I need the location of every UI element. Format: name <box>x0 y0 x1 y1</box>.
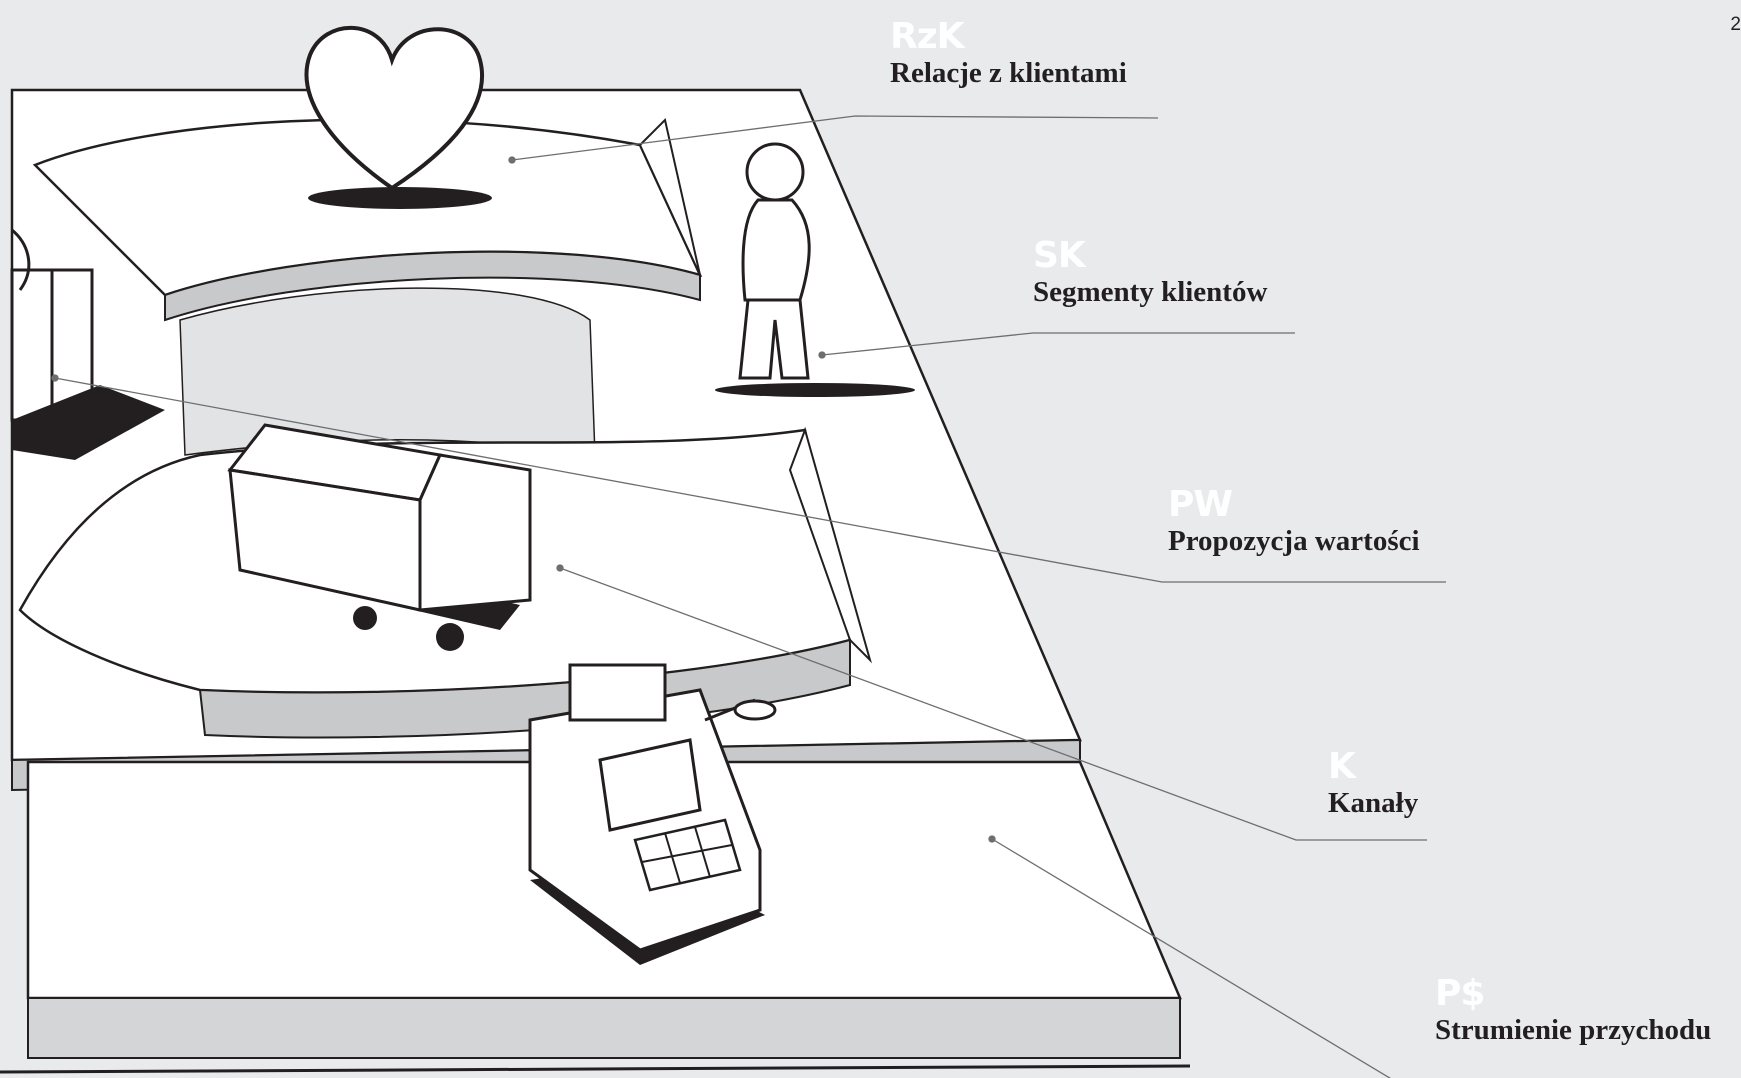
callout-ps: P$ Strumienie przychodu <box>1435 975 1711 1047</box>
callout-label-rzk: Relacje z klientami <box>890 56 1127 90</box>
callout-sk: SK Segmenty klientów <box>1033 237 1267 309</box>
callout-abbr-ps: P$ <box>1435 975 1711 1013</box>
callout-label-ps: Strumienie przychodu <box>1435 1013 1711 1047</box>
anchor-dot-pw <box>52 375 58 381</box>
anchor-dot-k <box>557 565 563 571</box>
canvas-well <box>180 288 595 455</box>
anchor-dot-rzk <box>509 157 515 163</box>
callout-label-pw: Propozycja wartości <box>1168 524 1420 558</box>
anchor-dot-sk <box>819 352 825 358</box>
callout-abbr-sk: SK <box>1033 237 1267 275</box>
callout-label-sk: Segmenty klientów <box>1033 275 1267 309</box>
callout-abbr-rzk: RzK <box>890 18 1127 56</box>
callout-abbr-k: K <box>1328 748 1418 786</box>
callout-rzk: RzK Relacje z klientami <box>890 18 1127 90</box>
callout-pw: PW Propozycja wartości <box>1168 486 1420 558</box>
anchor-dot-ps <box>989 836 995 842</box>
callout-label-k: Kanały <box>1328 786 1418 820</box>
callout-k: K Kanały <box>1328 748 1418 820</box>
callout-abbr-pw: PW <box>1168 486 1420 524</box>
page-number: 2 <box>1730 14 1741 36</box>
